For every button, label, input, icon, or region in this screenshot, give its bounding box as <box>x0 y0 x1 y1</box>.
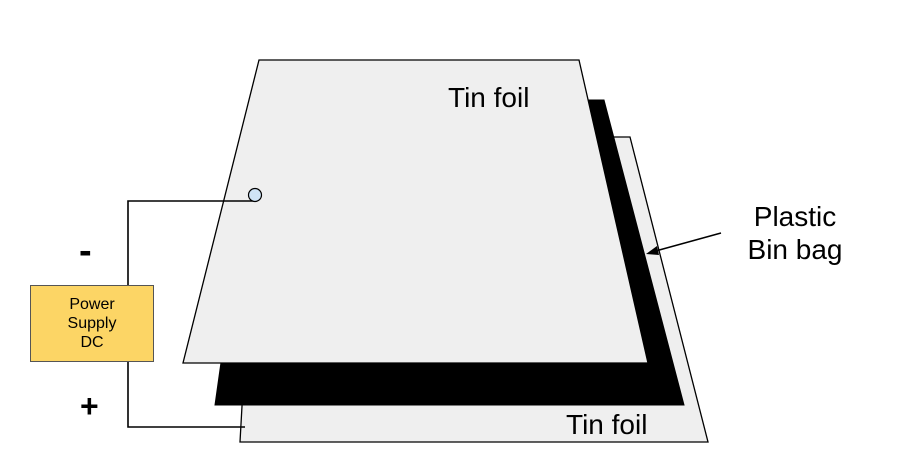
bottom-tin-foil-label: Tin foil <box>566 409 648 440</box>
positive-terminal-sign: + <box>80 388 99 424</box>
top-tin-foil-sheet <box>182 59 649 364</box>
bag-pointer-arrowhead <box>646 246 659 255</box>
power-supply-line2: Supply <box>67 315 117 332</box>
bag-pointer-arrow <box>651 232 722 253</box>
top-foil-contact <box>247 187 263 203</box>
bag-label-line1: Plastic <box>753 201 837 232</box>
positive-wire <box>127 362 245 428</box>
bag-label-line2: Bin bag <box>747 234 843 265</box>
power-supply-line3: DC <box>80 334 104 351</box>
power-supply-line1: Power <box>69 296 115 313</box>
power-supply-box: Power Supply DC <box>30 285 154 362</box>
top-tin-foil-label: Tin foil <box>448 82 530 113</box>
negative-terminal-sign: - <box>79 230 92 272</box>
negative-wire <box>127 200 254 285</box>
plastic-bin-bag-label: Plastic Bin bag <box>735 200 855 266</box>
